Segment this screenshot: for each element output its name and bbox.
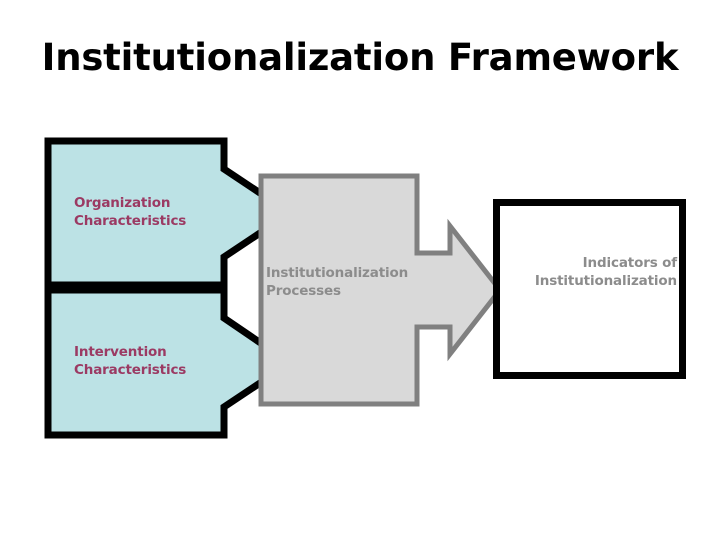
node-indicators-of-institutionalization-label: Indicators of Institutionalization xyxy=(534,255,677,289)
node-institutionalization-processes-label: Institutionalization Processes xyxy=(266,265,409,299)
node-organization-characteristics[interactable]: Organization Characteristics xyxy=(44,137,294,289)
indicators-of-institutionalization-box-shape xyxy=(493,199,686,379)
node-organization-characteristics-label: Organization Characteristics xyxy=(74,195,187,229)
node-institutionalization-processes[interactable]: Institutionalization Processes xyxy=(258,173,503,407)
intervention-characteristics-arrow-shape xyxy=(44,286,294,439)
node-intervention-characteristics[interactable]: Intervention Characteristics xyxy=(44,286,294,439)
organization-characteristics-arrow-shape xyxy=(44,137,294,289)
institutionalization-processes-arrow-shape xyxy=(258,173,503,407)
node-indicators-of-institutionalization[interactable]: Indicators of Institutionalization xyxy=(493,199,686,379)
node-intervention-characteristics-label: Intervention Characteristics xyxy=(74,344,187,378)
page-title: Institutionalization Framework xyxy=(41,36,679,79)
